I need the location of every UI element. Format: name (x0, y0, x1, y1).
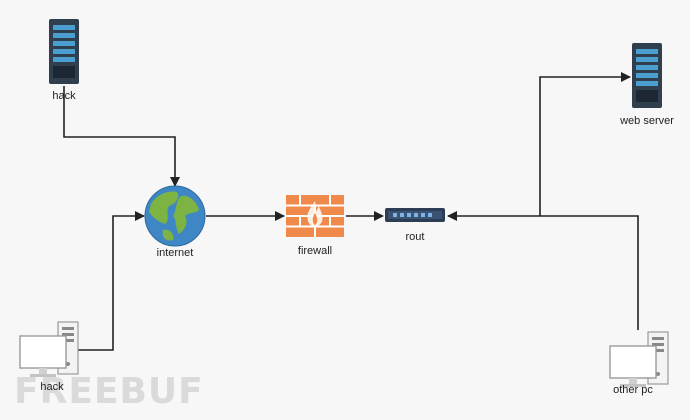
node-label-hack-server: hack (52, 90, 76, 102)
node-label-firewall: firewall (297, 245, 333, 257)
node-label-web-server: web server (620, 115, 674, 127)
connector-hack-server-to-internet (63, 86, 180, 187)
node-label-internet: internet (156, 247, 194, 259)
connector-hack-pc-to-internet (68, 211, 145, 351)
connector-other-pc-to-router (447, 211, 639, 330)
server-icon (632, 43, 662, 108)
firewall-icon (286, 195, 344, 237)
node-label-router: rout (405, 231, 425, 243)
desktop-pc-icon (609, 331, 669, 387)
node-label-hack-pc: hack (40, 381, 64, 393)
watermark: FREEBUF (14, 371, 204, 412)
connectors (63, 72, 639, 351)
globe-icon (144, 185, 206, 247)
router-icon (385, 208, 445, 222)
connector-router-to-web-server (539, 72, 631, 216)
desktop-pc-icon (19, 321, 79, 377)
server-icon (49, 19, 79, 84)
node-label-other-pc: other pc (613, 384, 653, 396)
